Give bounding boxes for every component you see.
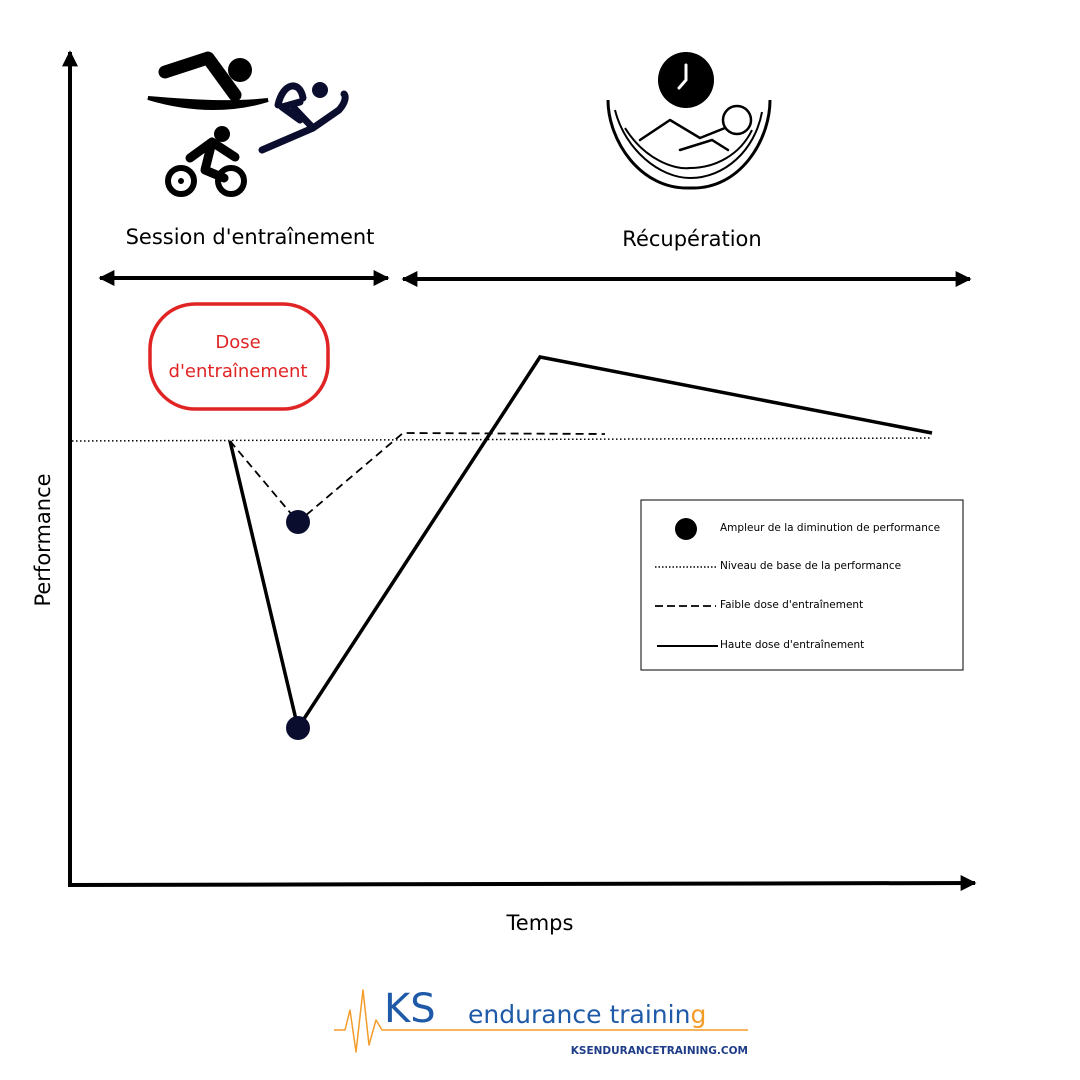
hammock-rest-icon [606,99,772,190]
legend-low-dose-label: Faible dose d'entraînement [720,599,863,611]
brand-rest: endurance trainin [468,1000,690,1029]
legend-marker-symbol [675,518,697,540]
recovery-label: Récupération [622,227,761,251]
brand-url: KSENDURANCETRAINING.COM [571,1045,748,1057]
legend: Ampleur de la diminution de performance … [640,499,964,671]
dose-badge-line2: d'entraînement [169,361,308,382]
high-dose-curve [228,355,933,733]
brand-ks: KS [384,986,436,1032]
low-dose-curve [229,432,606,524]
dose-badge: Dose d'entraînement [148,302,330,411]
low-dose-dip-marker [286,510,310,534]
triathlon-icon [147,51,349,197]
training-session-label: Session d'entraînement [126,225,375,249]
y-axis-label: Performance [31,473,55,606]
svg-text:KS: KS [384,986,436,1032]
heartbeat-icon [334,989,748,1053]
x-axis-label: Temps [506,911,574,935]
x-axis [67,875,977,892]
dose-badge-line1: Dose [215,332,260,353]
brand-last: g [690,1000,706,1029]
legend-high-dose-label: Haute dose d'entraînement [720,639,864,651]
brand-logo: KS endurance training KSENDURANCETRAININ… [334,986,748,1057]
svg-text:endurance training: endurance training [468,1000,706,1029]
clock-icon [658,52,714,108]
legend-magnitude-label: Ampleur de la diminution de performance [720,522,940,534]
baseline-line [71,437,933,442]
legend-baseline-label: Niveau de base de la performance [720,560,901,572]
high-dose-dip-marker [286,716,310,740]
